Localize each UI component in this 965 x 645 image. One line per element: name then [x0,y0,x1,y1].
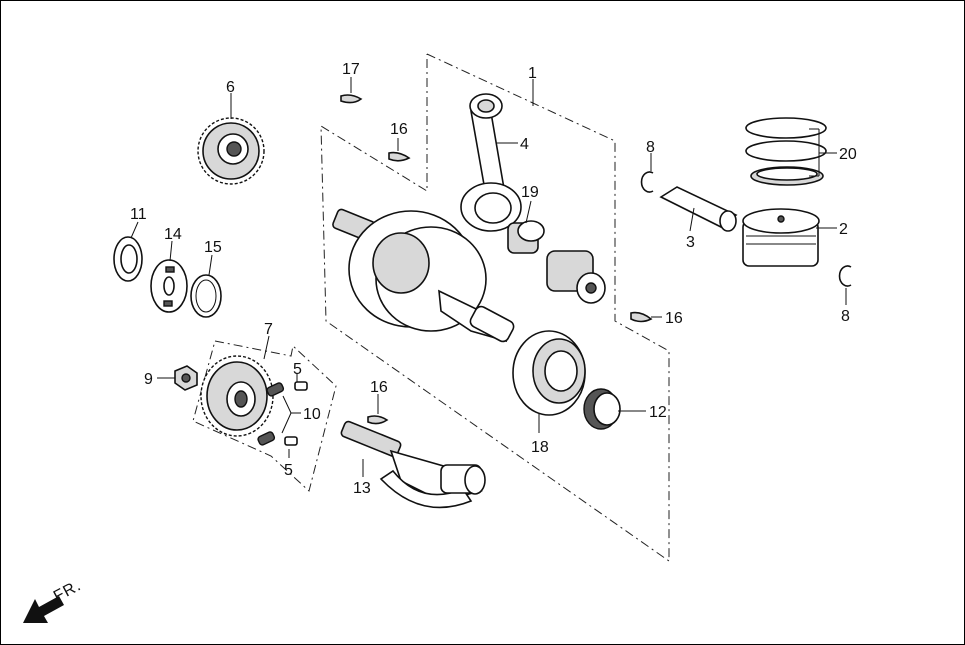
callout-1: 1 [528,65,537,82]
bearing-nut-part [583,388,621,430]
piston-pin-clip-part [838,265,852,287]
piston-part [742,208,820,267]
woodruff-key-part [340,94,363,104]
pin-part [284,381,308,446]
spring-part [257,382,285,446]
circlip-part [190,274,222,318]
callout-12: 12 [649,404,667,421]
drive-gear-part [197,117,265,185]
nut-part [174,365,198,391]
lock-plate-part [150,259,188,313]
callout-5-lower: 5 [284,462,293,479]
assembly-outlines [192,53,670,562]
callout-6: 6 [226,79,235,96]
woodruff-key-part [388,151,411,162]
callout-19: 19 [521,184,539,201]
balancer-shaft-part [340,420,486,509]
callout-4: 4 [520,136,529,153]
callout-8-lower: 8 [841,308,850,325]
woodruff-key-part [367,415,389,425]
balancer-gear-assembly-outline [192,340,337,492]
front-direction-arrow-icon [23,596,64,623]
callout-2: 2 [839,221,848,238]
piston-pin-part [659,186,738,232]
callout-16-upper: 16 [390,121,408,138]
callout-3: 3 [686,234,695,251]
callout-15: 15 [204,239,222,256]
front-direction-label: FR. [51,577,84,606]
callout-9: 9 [144,371,153,388]
piston-pin-clip-part [640,171,654,193]
connecting-rod-part [460,93,522,232]
callout-17: 17 [342,61,360,78]
callout-labels: 1 2 3 4 5 5 6 7 8 8 9 10 11 12 13 14 15 … [130,61,857,497]
washer-part [113,236,143,282]
callout-10: 10 [303,406,321,423]
callout-11: 11 [130,206,147,223]
callout-20: 20 [839,146,857,163]
callout-5-upper: 5 [293,361,302,378]
balancer-gear-part [200,355,274,437]
callout-16-right: 16 [665,310,683,327]
piston-ring-part [745,117,827,186]
crankshaft-part [332,208,606,343]
leader-lines [130,77,847,477]
callout-18: 18 [531,439,549,456]
callout-13: 13 [353,480,371,497]
callout-14: 14 [164,226,182,243]
woodruff-key-part [630,311,653,323]
callout-8-upper: 8 [646,139,655,156]
ball-bearing-part [512,330,586,416]
callout-7: 7 [264,321,273,338]
crankshaft-assembly-outline [320,53,670,562]
callout-16-lower: 16 [370,379,388,396]
needle-bearing-part [507,220,545,254]
